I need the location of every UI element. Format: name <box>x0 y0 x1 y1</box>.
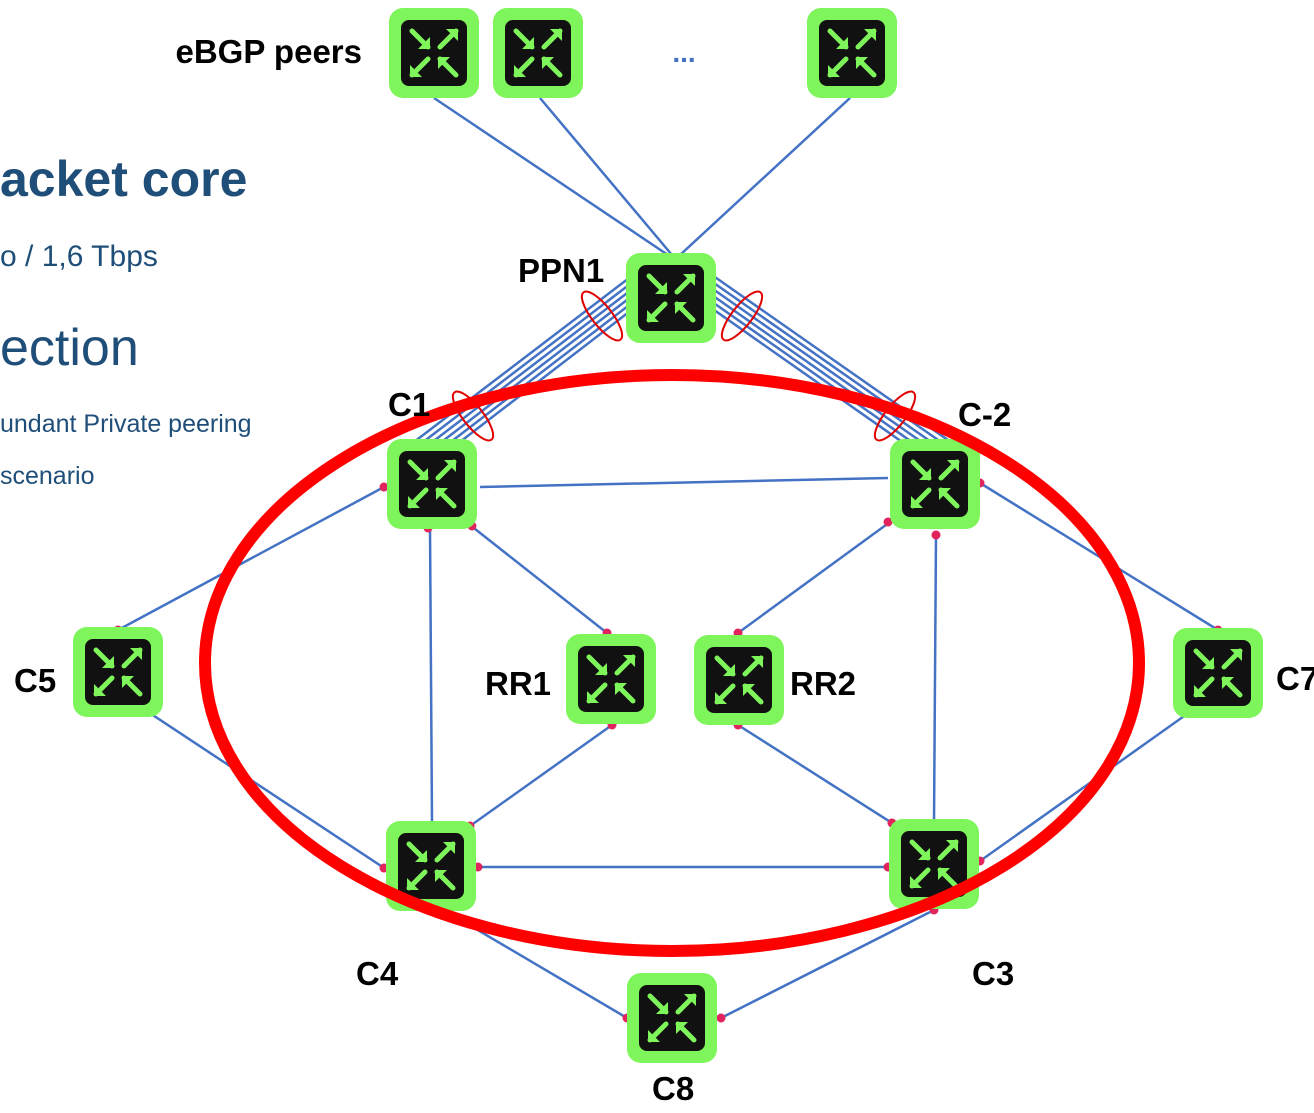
router-icon <box>626 253 716 343</box>
label-c8: C8 <box>652 1070 694 1107</box>
label-ppn1: PPN1 <box>518 252 604 289</box>
label-rr2: RR2 <box>790 665 856 702</box>
lag-markers <box>451 290 917 442</box>
label-c5: C5 <box>14 662 56 699</box>
label-c1: C1 <box>388 386 430 423</box>
label-ebgp-peers: eBGP peers <box>176 33 363 70</box>
ppn1-c2-bundle <box>706 273 956 467</box>
core-links <box>117 476 1219 1020</box>
router-icon <box>389 8 479 98</box>
slide-section-title: ection <box>0 319 139 377</box>
slide-heading: acket core <box>0 151 248 207</box>
label-c2: C-2 <box>958 396 1011 433</box>
label-c7: C7 <box>1276 660 1314 697</box>
port-markers <box>113 478 1223 1023</box>
router-icon <box>694 635 784 725</box>
slide-bullet-1: undant Private peering <box>0 410 252 438</box>
router-icon <box>627 973 717 1063</box>
router-icon <box>1173 628 1263 718</box>
label-c3: C3 <box>972 955 1014 992</box>
router-icon <box>807 8 897 98</box>
router-icon <box>566 634 656 724</box>
router-icon <box>73 627 163 717</box>
core-highlight-ring <box>199 369 1145 957</box>
slide-bullet-2: scenario <box>0 462 95 490</box>
slide-capacity-text: o / 1,6 Tbps <box>0 240 158 273</box>
router-icon <box>493 8 583 98</box>
label-rr1: RR1 <box>485 665 551 702</box>
label-c4: C4 <box>356 955 399 992</box>
router-icon <box>387 439 477 529</box>
router-icon <box>890 439 980 529</box>
peer-links <box>433 96 851 257</box>
label-peer-ellipsis: ... <box>672 37 695 68</box>
